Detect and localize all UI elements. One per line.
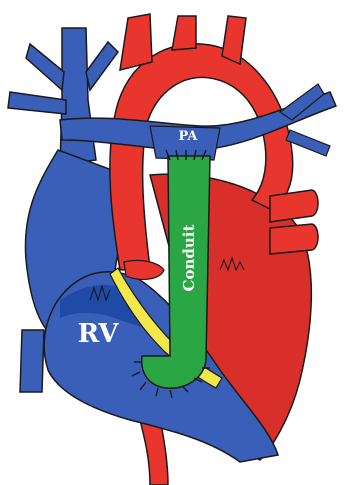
pulmonary-vein-lower <box>270 224 318 254</box>
svc-branch-left <box>26 44 64 90</box>
inferior-vena-cava <box>20 330 44 392</box>
svc-branch-right <box>86 42 118 90</box>
label-conduit: Conduit <box>180 224 198 291</box>
arch-branch-2 <box>172 16 196 50</box>
aortic-root <box>124 260 164 279</box>
arch-branch-3 <box>222 16 246 64</box>
superior-vena-cava <box>60 28 96 165</box>
arch-branch-1 <box>120 14 152 70</box>
brachiocephalic-vein <box>8 92 66 114</box>
label-pa: PA <box>179 129 199 144</box>
label-rv: RV <box>78 319 120 349</box>
pulmonary-vein-upper <box>270 190 318 222</box>
